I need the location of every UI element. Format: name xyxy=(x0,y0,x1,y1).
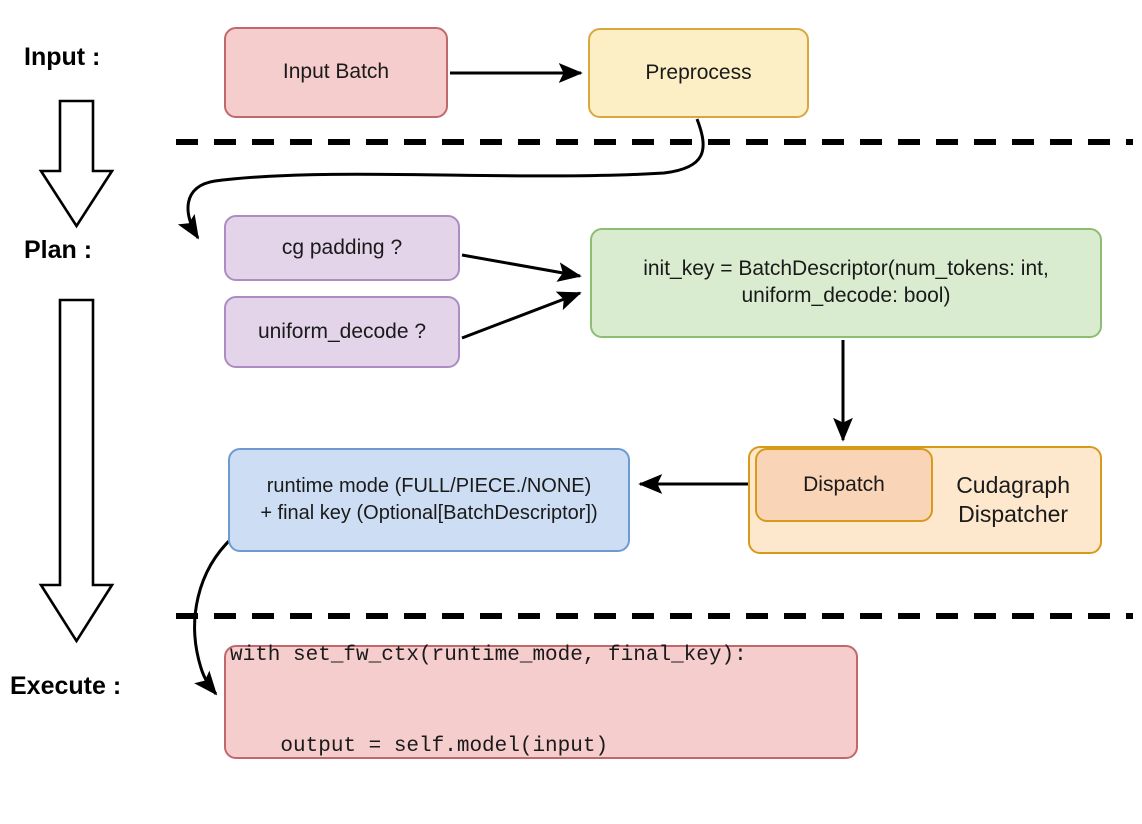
node-input-batch-label: Input Batch xyxy=(282,60,390,84)
node-runtime-mode-line1: runtime mode (FULL/PIECE./NONE) xyxy=(266,475,592,498)
diagram-canvas xyxy=(38,63,1133,696)
plan-to-execute-arrow xyxy=(38,298,115,644)
node-dispatch[interactable]: Dispatch xyxy=(755,448,933,522)
node-cudagraph-dispatcher-text: Cudagraph Dispatcher xyxy=(956,471,1070,528)
edge-cg-padding-to-init-key xyxy=(461,253,582,282)
node-uniform-decode[interactable]: uniform_decode ? xyxy=(224,296,460,368)
node-code-block-line2: output = self.model(input) xyxy=(230,735,609,759)
node-code-block-text: with set_fw_ctx(runtime_mode, final_key)… xyxy=(230,580,747,824)
input-to-plan-arrow xyxy=(38,99,115,229)
node-runtime-mode-line2: + final key (Optional[BatchDescriptor]) xyxy=(260,502,598,524)
node-preprocess-label: Preprocess xyxy=(645,60,752,84)
node-cg-padding[interactable]: cg padding ? xyxy=(224,215,460,281)
node-runtime-mode-text: runtime mode (FULL/PIECE./NONE) + final … xyxy=(260,473,597,527)
node-init-key[interactable]: init_key = BatchDescriptor(num_tokens: i… xyxy=(590,228,1102,338)
stage-label-plan: Plan : xyxy=(24,236,93,264)
edge-runtime-mode-to-code-block xyxy=(193,536,234,696)
node-runtime-mode[interactable]: runtime mode (FULL/PIECE./NONE) + final … xyxy=(228,448,630,552)
stage-label-execute: Execute : xyxy=(10,672,122,700)
node-preprocess[interactable]: Preprocess xyxy=(588,28,809,118)
node-uniform-decode-label: uniform_decode ? xyxy=(257,319,427,343)
node-init-key-line2: uniform_decode: bool) xyxy=(741,284,951,307)
node-cg-padding-label: cg padding ? xyxy=(281,235,403,259)
stage-label-input: Input : xyxy=(24,43,101,71)
node-input-batch[interactable]: Input Batch xyxy=(224,27,448,118)
node-code-block-line1: with set_fw_ctx(runtime_mode, final_key)… xyxy=(230,644,747,668)
node-dispatch-label: Dispatch xyxy=(803,472,885,496)
edge-preprocess-to-cg-padding xyxy=(177,118,705,240)
node-cudagraph-dispatcher-line1: Cudagraph xyxy=(956,472,1070,499)
node-cudagraph-dispatcher-line2: Dispatcher xyxy=(958,501,1069,527)
node-code-block[interactable]: with set_fw_ctx(runtime_mode, final_key)… xyxy=(224,644,858,759)
edge-uniform-decode-to-init-key xyxy=(461,291,582,340)
node-init-key-text: init_key = BatchDescriptor(num_tokens: i… xyxy=(643,256,1049,310)
node-init-key-line1: init_key = BatchDescriptor(num_tokens: i… xyxy=(643,257,1049,281)
